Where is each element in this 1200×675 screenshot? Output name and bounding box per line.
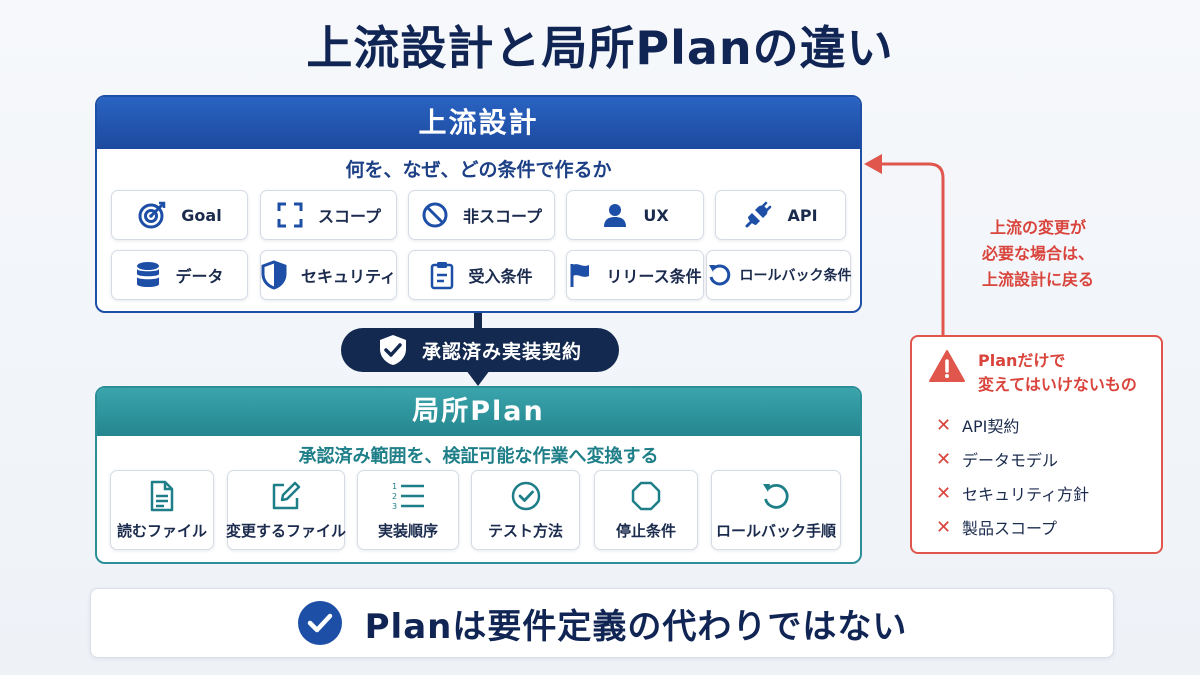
shield-check-icon (379, 335, 406, 365)
svg-text:3: 3 (392, 502, 397, 511)
plan-item-test-method: テスト方法 (471, 470, 580, 550)
forbidden-changes-box: Planだけで 変えてはいけないもの ✕ API契約 ✕ データモデル ✕ セキ… (910, 335, 1163, 554)
forbidden-item: ✕ 製品スコープ (936, 515, 1057, 539)
plan-item-implementation-order: 1 2 3 実装順序 (357, 470, 459, 550)
conclusion-banner: Planは要件定義の代わりではない (90, 588, 1114, 658)
upstream-item-rollback: ロールバック条件 (706, 250, 852, 300)
upstream-item-label: Goal (181, 205, 222, 225)
cross-icon: ✕ (936, 482, 952, 504)
forbidden-title: Planだけで 変えてはいけないもの (978, 349, 1137, 397)
forbidden-item-label: セキュリティ方針 (962, 485, 1090, 504)
upstream-item-label: 受入条件 (468, 267, 533, 286)
target-icon (138, 201, 166, 229)
plug-icon (745, 201, 772, 228)
upstream-item-api: API (715, 190, 846, 240)
check-circle-icon (511, 481, 540, 510)
upstream-item-label: データ (175, 267, 224, 286)
svg-text:1: 1 (392, 482, 397, 491)
stop-octagon-icon (631, 481, 661, 510)
shield-icon (261, 260, 287, 290)
return-note: 上流の変更が 必要な場合は、 上流設計に戻る (938, 215, 1138, 293)
upstream-item-label: UX (643, 205, 669, 225)
rollback-icon (763, 483, 789, 509)
plan-item-label: ロールバック手順 (715, 521, 836, 540)
upstream-item-label: ロールバック条件 (739, 268, 852, 284)
undo-icon (708, 264, 730, 286)
forbidden-header: Planだけで 変えてはいけないもの (928, 349, 1137, 397)
edit-icon (272, 481, 301, 509)
upstream-item-goal: Goal (111, 190, 248, 240)
upstream-item-ux: UX (566, 190, 704, 240)
plan-item-label: 読むファイル (116, 521, 207, 540)
upstream-item-security: セキュリティ (260, 250, 397, 300)
return-arrow-icon (864, 154, 945, 343)
plan-item-label: テスト方法 (487, 521, 563, 540)
plan-item-label: 実装順序 (377, 521, 438, 540)
forbidden-item-label: 製品スコープ (962, 519, 1058, 538)
forbidden-item: ✕ データモデル (936, 447, 1058, 471)
upstream-item-acceptance: 受入条件 (408, 250, 555, 300)
cross-icon: ✕ (936, 414, 952, 436)
conclusion-text: Planは要件定義の代わりではない (364, 606, 908, 647)
scope-brackets-icon (277, 202, 303, 228)
upstream-design-title: 上流設計 (97, 97, 860, 149)
document-icon (150, 480, 174, 511)
page-title: 上流設計と局所Planの違い (306, 21, 894, 75)
return-note-line: 上流設計に戻る (981, 270, 1094, 289)
check-circle-icon (297, 601, 342, 645)
local-plan-subtitle: 承認済み範囲を、検証可能な作業へ変換する (298, 446, 659, 467)
warning-icon (929, 350, 965, 382)
user-icon (604, 204, 627, 227)
plan-item-stop-conditions: 停止条件 (594, 470, 698, 550)
plan-item-label: 変更するファイル (226, 521, 347, 540)
upstream-item-label: スコープ (317, 207, 382, 226)
upstream-item-label: 非スコープ (462, 207, 543, 226)
plan-item-rollback-procedure: ロールバック手順 (711, 470, 841, 550)
numbered-list-icon: 1 2 3 (392, 482, 424, 511)
clipboard-icon (431, 262, 454, 290)
approved-contract-badge: 承認済み実装契約 (341, 328, 619, 372)
forbidden-item: ✕ API契約 (936, 413, 1019, 437)
approved-contract-label: 承認済み実装契約 (421, 340, 582, 363)
cross-icon: ✕ (936, 448, 952, 470)
upstream-item-release: リリース条件 (566, 250, 704, 300)
forbidden-item: ✕ セキュリティ方針 (936, 481, 1089, 505)
upstream-design-subtitle: 何を、なぜ、どの条件で作るか (345, 159, 612, 181)
plan-item-label: 停止条件 (615, 521, 676, 540)
forbidden-title-line: 変えてはいけないもの (978, 375, 1137, 394)
database-icon (137, 262, 160, 287)
return-note-line: 必要な場合は、 (981, 244, 1094, 263)
flag-icon (570, 264, 590, 287)
upstream-item-label: リリース条件 (606, 267, 702, 286)
upstream-item-label: セキュリティ (300, 267, 397, 286)
cross-icon: ✕ (936, 516, 952, 538)
prohibited-icon (422, 202, 448, 228)
connector-line (474, 313, 482, 331)
down-arrow-icon (466, 370, 490, 386)
local-plan-panel: 局所Plan 承認済み範囲を、検証可能な作業へ変換する 読むファイル 変更するフ… (95, 386, 862, 564)
forbidden-item-label: データモデル (962, 451, 1059, 470)
upstream-design-panel: 上流設計 何を、なぜ、どの条件で作るか Goal スコープ 非スコープ UX (95, 95, 862, 313)
plan-item-modify-files: 変更するファイル (226, 470, 347, 550)
return-note-line: 上流の変更が (989, 218, 1086, 237)
upstream-item-non-scope: 非スコープ (408, 190, 555, 240)
plan-item-read-files: 読むファイル (110, 470, 214, 550)
svg-text:2: 2 (392, 492, 397, 501)
forbidden-item-label: API契約 (962, 417, 1020, 436)
upstream-item-data: データ (111, 250, 248, 300)
forbidden-title-line: Planだけで (978, 351, 1066, 370)
upstream-item-scope: スコープ (260, 190, 397, 240)
local-plan-title: 局所Plan (97, 388, 860, 436)
upstream-item-label: API (787, 205, 818, 225)
